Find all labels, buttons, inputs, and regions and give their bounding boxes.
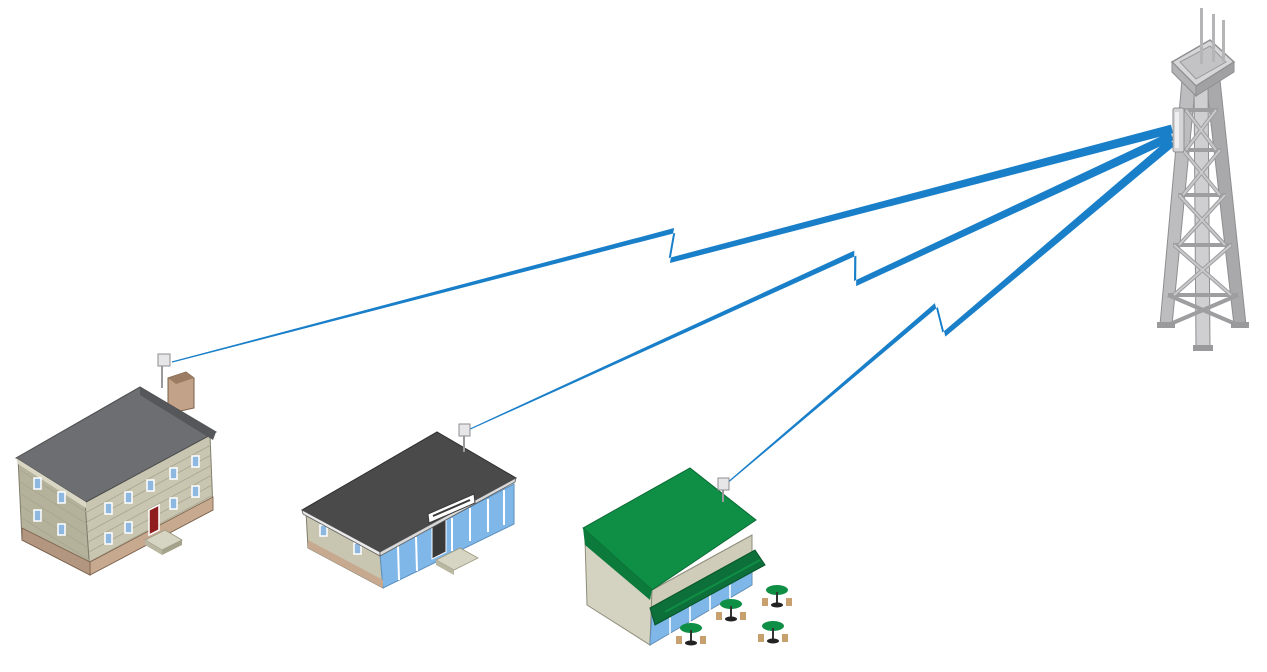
store-icon (300, 423, 518, 589)
cpe-antenna-icon (458, 423, 471, 452)
cell-tower-icon (1157, 8, 1249, 351)
cafe-icon (582, 467, 792, 646)
patio-tables (676, 585, 792, 646)
wireless-link-house (171, 124, 1174, 363)
house-icon (15, 353, 218, 576)
cpe-antenna-icon (717, 477, 730, 502)
wireless-link-cafe (725, 138, 1175, 485)
cpe-antenna-icon (157, 353, 171, 388)
wireless-link-store (467, 131, 1174, 431)
wireless-links (171, 124, 1175, 485)
